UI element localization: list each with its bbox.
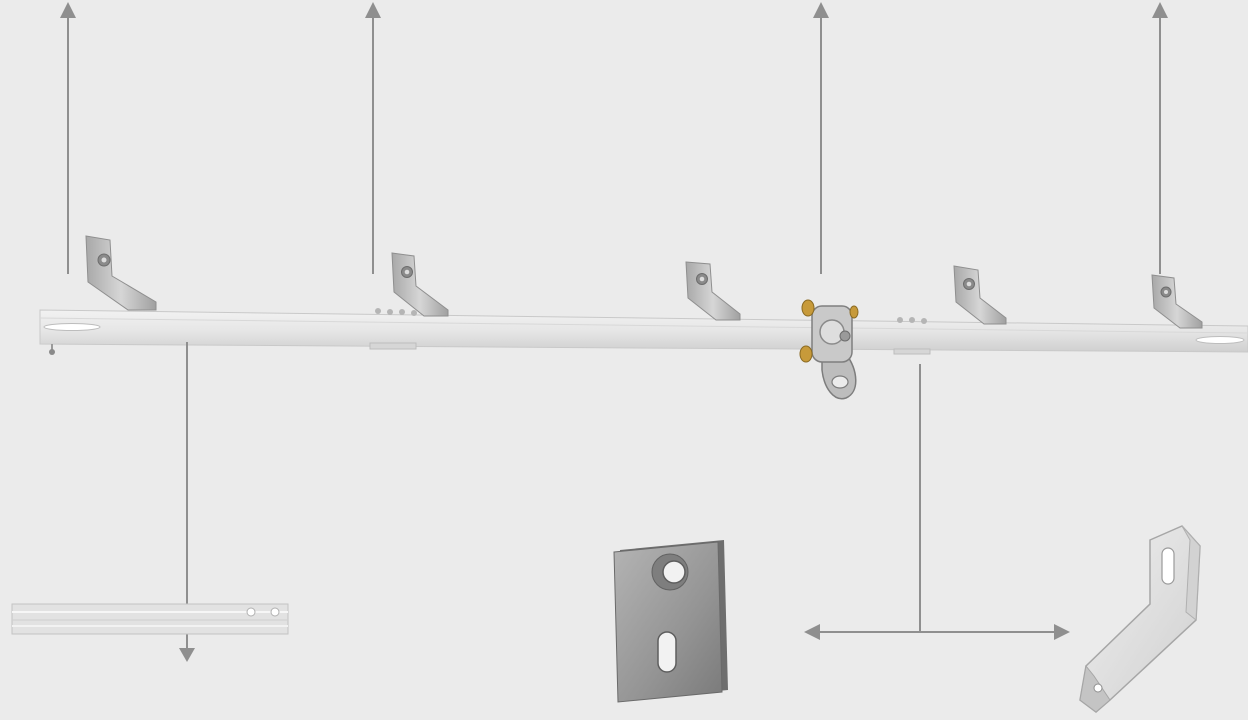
callout-arrow-bidirectional [804,364,1070,640]
callout-arrow-up-1 [60,2,76,274]
z-bracket-5 [1152,275,1202,328]
rail-profile-detail [12,604,288,634]
callout-arrow-up-4 [1152,2,1168,274]
z-bracket-3 [686,262,740,320]
mounting-plate [614,540,728,702]
callout-arrow-up-2 [365,2,381,274]
z-bracket-detail [1080,526,1200,712]
z-bracket-2 [392,253,448,316]
rail [40,310,1248,355]
z-bracket-4 [954,266,1006,324]
traveller-shuttle [800,300,858,399]
callout-arrow-up-3 [813,2,829,274]
z-bracket-1 [86,236,156,310]
